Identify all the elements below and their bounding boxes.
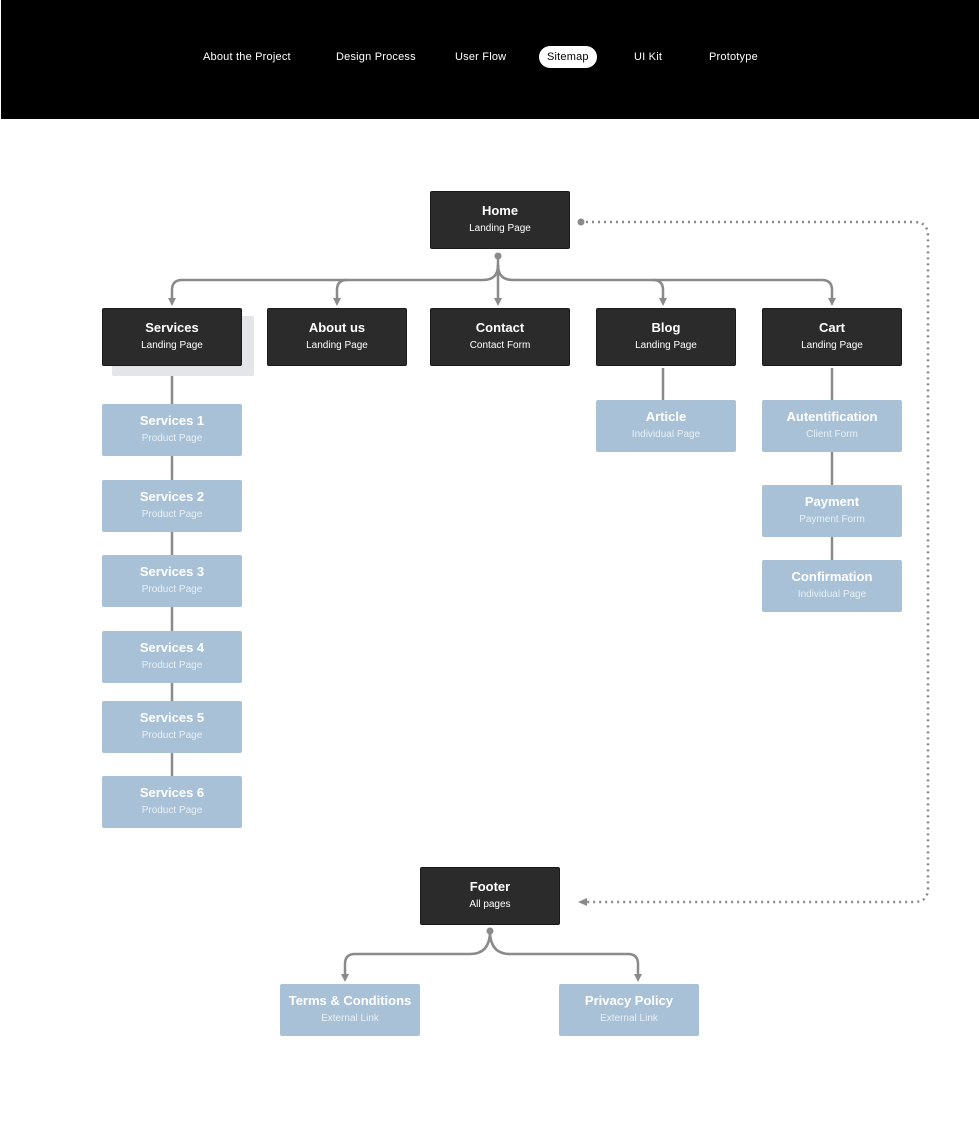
- node-autentification-subtitle: Client Form: [806, 429, 858, 440]
- node-about-title: About us: [308, 320, 366, 335]
- node-payment: Payment Payment Form: [762, 485, 902, 537]
- nav-design-process[interactable]: Design Process: [336, 51, 416, 63]
- nav-ui-kit[interactable]: UI Kit: [634, 51, 663, 63]
- connector-footer-right: [488, 930, 642, 982]
- node-terms-title: Terms & Conditions: [288, 993, 412, 1008]
- node-confirmation-subtitle: Individual Page: [797, 589, 867, 600]
- node-services-3-subtitle: Product Page: [141, 584, 203, 595]
- node-terms-subtitle: External Link: [321, 1013, 379, 1024]
- node-home-subtitle: Landing Page: [469, 223, 531, 234]
- node-cart-subtitle: Landing Page: [801, 340, 863, 351]
- top-nav-bar: [1, 0, 979, 119]
- node-confirmation: Confirmation Individual Page: [762, 560, 902, 612]
- node-services-4-subtitle: Product Page: [141, 660, 203, 671]
- node-blog-subtitle: Landing Page: [635, 340, 697, 351]
- nav-user-flow[interactable]: User Flow: [455, 51, 507, 63]
- node-services-2: Services 2 Product Page: [102, 480, 242, 532]
- node-services-3: Services 3 Product Page: [102, 555, 242, 607]
- node-blog: Blog Landing Page: [596, 308, 736, 366]
- node-autentification: Autentification Client Form: [762, 400, 902, 452]
- node-footer-title: Footer: [469, 879, 511, 894]
- node-services: Services Landing Page: [102, 308, 242, 366]
- connector-footer-left: [341, 930, 492, 982]
- node-services-6-title: Services 6: [139, 785, 205, 800]
- dotted-link-start-dot: [577, 218, 585, 226]
- node-footer-subtitle: All pages: [469, 899, 511, 910]
- node-contact-subtitle: Contact Form: [469, 340, 531, 351]
- node-home-title: Home: [481, 203, 519, 218]
- connector-home-left-bus: [168, 264, 500, 306]
- dotted-link-arrow: [578, 898, 587, 906]
- node-cart-title: Cart: [818, 320, 845, 335]
- node-privacy-subtitle: External Link: [600, 1013, 658, 1024]
- node-services-3-title: Services 3: [139, 564, 205, 579]
- node-services-5-subtitle: Product Page: [141, 730, 203, 741]
- node-footer: Footer All pages: [420, 867, 560, 925]
- node-services-4-title: Services 4: [139, 640, 205, 655]
- node-about-subtitle: Landing Page: [306, 340, 368, 351]
- node-services-1-subtitle: Product Page: [141, 433, 203, 444]
- node-services-2-subtitle: Product Page: [141, 509, 203, 520]
- nav-sitemap[interactable]: Sitemap: [539, 46, 597, 68]
- nav-prototype[interactable]: Prototype: [709, 51, 758, 63]
- connector-blog: [652, 278, 667, 306]
- node-terms: Terms & Conditions External Link: [280, 984, 420, 1036]
- node-autentification-title: Autentification: [786, 409, 878, 424]
- node-article-subtitle: Individual Page: [631, 429, 701, 440]
- nav-about-the-project[interactable]: About the Project: [203, 51, 291, 63]
- node-services-5: Services 5 Product Page: [102, 701, 242, 753]
- connector-home-right-bus: [496, 264, 836, 306]
- node-services-title: Services: [145, 320, 199, 335]
- node-services-1-title: Services 1: [139, 413, 205, 428]
- node-services-5-title: Services 5: [139, 710, 205, 725]
- node-blog-title: Blog: [651, 320, 681, 335]
- node-payment-subtitle: Payment Form: [799, 514, 865, 525]
- node-confirmation-title: Confirmation: [791, 569, 873, 584]
- node-contact-title: Contact: [475, 320, 525, 335]
- node-payment-title: Payment: [804, 494, 860, 509]
- connector-about: [333, 278, 348, 306]
- node-privacy: Privacy Policy External Link: [559, 984, 699, 1036]
- node-services-2-title: Services 2: [139, 489, 205, 504]
- node-about: About us Landing Page: [267, 308, 407, 366]
- node-services-1: Services 1 Product Page: [102, 404, 242, 456]
- node-cart: Cart Landing Page: [762, 308, 902, 366]
- node-services-4: Services 4 Product Page: [102, 631, 242, 683]
- node-services-subtitle: Landing Page: [141, 340, 203, 351]
- node-article: Article Individual Page: [596, 400, 736, 452]
- node-services-6: Services 6 Product Page: [102, 776, 242, 828]
- node-article-title: Article: [645, 409, 687, 424]
- node-home: Home Landing Page: [430, 191, 570, 249]
- node-contact: Contact Contact Form: [430, 308, 570, 366]
- node-services-6-subtitle: Product Page: [141, 805, 203, 816]
- node-privacy-title: Privacy Policy: [584, 993, 674, 1008]
